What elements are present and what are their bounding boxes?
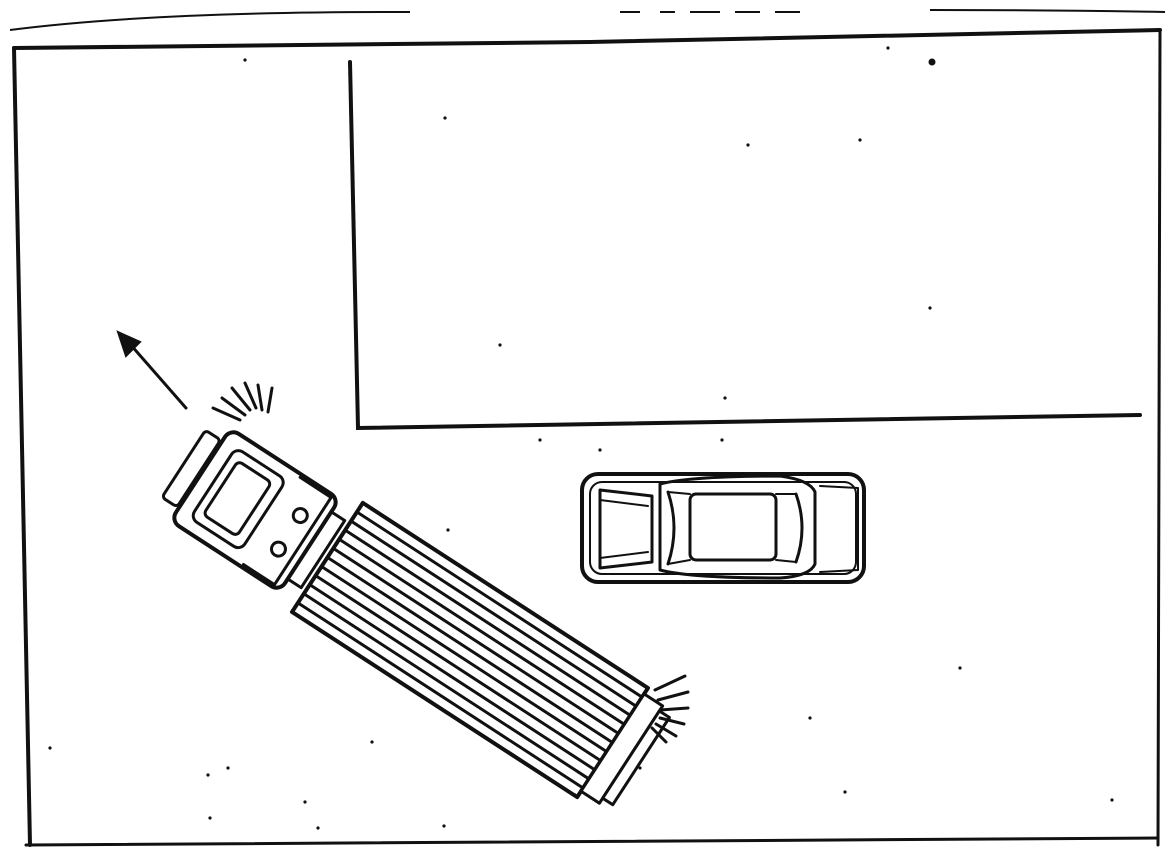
scan-speck: [746, 143, 749, 146]
scan-speck: [226, 766, 229, 769]
scan-speck: [723, 396, 726, 399]
scan-speck: [573, 793, 576, 796]
scan-speck: [48, 746, 51, 749]
scan-speck: [1110, 798, 1113, 801]
scan-speck: [886, 46, 889, 49]
scan-speck: [443, 116, 446, 119]
scan-speck: [206, 773, 209, 776]
scan-speck: [929, 59, 936, 66]
scan-speck: [598, 448, 601, 451]
scan-speck: [303, 800, 306, 803]
scan-speck: [208, 816, 211, 819]
scan-speck: [446, 528, 449, 531]
scan-speck: [316, 826, 319, 829]
building-outline: [350, 62, 1140, 428]
top-edge-marks: [10, 10, 1165, 30]
sedan-car: [582, 474, 864, 582]
scan-speck: [243, 58, 246, 61]
arrow-up-left-icon: [118, 332, 186, 408]
scan-speck: [858, 138, 861, 141]
scan-speck: [498, 343, 501, 346]
scan-speck: [370, 740, 373, 743]
warning-lines-icon: [213, 383, 272, 420]
scan-speck: [928, 306, 931, 309]
scan-speck: [442, 824, 445, 827]
scan-speck: [843, 790, 846, 793]
scan-speck: [808, 716, 811, 719]
scan-speck: [720, 438, 723, 441]
scan-speck: [958, 666, 961, 669]
scan-speck: [638, 766, 641, 769]
scan-speck: [538, 438, 541, 441]
